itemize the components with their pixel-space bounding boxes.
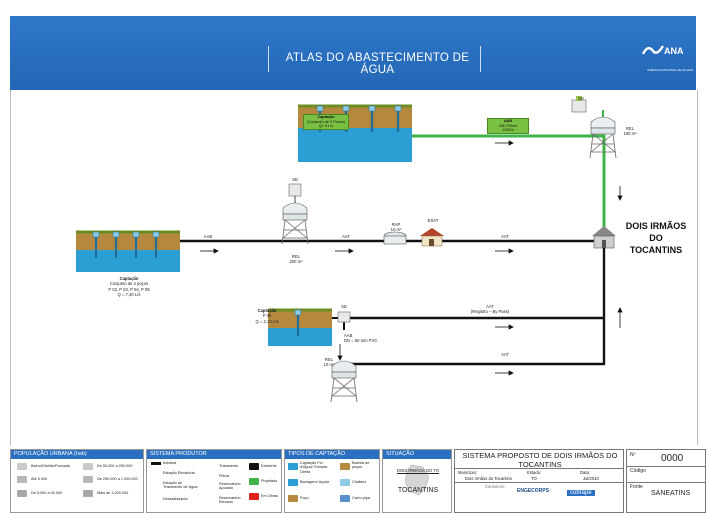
em-obras-swatch bbox=[249, 493, 259, 500]
legend-captacao-title: TIPOS DE CAPTAÇÃO bbox=[285, 450, 379, 459]
legend-situacao-title: SITUAÇÃO bbox=[383, 450, 451, 459]
fountain-icon bbox=[340, 479, 350, 486]
city-house-icon bbox=[592, 226, 616, 249]
rel-mid-tower-icon bbox=[281, 202, 309, 245]
system-title: SISTEMA PROPOSTO DE DOIS IRMÃOS DO TOCAN… bbox=[462, 451, 618, 469]
situacao-place: DOIS IRMÃOS DO TO bbox=[396, 468, 440, 473]
legend-situacao: SITUAÇÃO DOIS IRMÃOS DO TO TOCANTINS bbox=[382, 449, 452, 513]
ana-logo: ANA AGÊNCIA NACIONAL DE ÁGUAS bbox=[642, 42, 698, 76]
captacao-top-label: Captação (Conjunto de 2 Poços) Q= 3 L/s bbox=[303, 114, 349, 130]
esat-station-icon bbox=[420, 228, 444, 247]
captacao-left-label: Captação Conjunto de 4 poços P 02, P 03,… bbox=[108, 276, 150, 297]
flow-arrows bbox=[200, 140, 623, 376]
ana-wave-icon bbox=[642, 45, 664, 55]
header-divider-right bbox=[480, 46, 481, 72]
header-bar: ATLAS DO ABASTECIMENTO DE ÁGUA ANA AGÊNC… bbox=[10, 16, 696, 90]
drawing-number: 0000 bbox=[661, 453, 684, 464]
aat-mid-label: AAT bbox=[342, 234, 350, 239]
estado-value: TO bbox=[531, 476, 537, 481]
header-divider-left bbox=[268, 46, 269, 72]
water-truck-icon bbox=[340, 495, 350, 502]
building-icon bbox=[17, 490, 27, 497]
sd-mid-label: SD bbox=[292, 177, 298, 182]
situacao-state: TOCANTINS bbox=[397, 487, 439, 494]
well-bottom-icon bbox=[268, 308, 332, 346]
ana-logo-subtitle: AGÊNCIA NACIONAL DE ÁGUAS bbox=[647, 68, 693, 72]
legend-population-title: POPULAÇÃO URBANA (hab) bbox=[11, 450, 143, 459]
aat-bottom-label: AAT bbox=[501, 352, 509, 357]
state-map-icon bbox=[404, 464, 430, 496]
building-icon bbox=[83, 463, 93, 470]
sd-bottom-icon bbox=[337, 311, 351, 323]
building-icon bbox=[83, 476, 93, 483]
esat-label: ESAT bbox=[427, 218, 439, 223]
data-value: Jul/2010 bbox=[583, 476, 599, 481]
aat-right-label: AAT bbox=[501, 234, 509, 239]
sd-bottom-label: SD bbox=[341, 304, 347, 309]
legend-sistema: SISTEMA PRODUTOR Adutora Estação Elevató… bbox=[146, 449, 282, 513]
aat-bypass-label: AAT(Registro – By Pass) bbox=[470, 304, 510, 315]
building-icon bbox=[17, 476, 27, 483]
dam-icon bbox=[288, 479, 298, 486]
well-icon bbox=[288, 495, 298, 502]
title-block: SISTEMA PROPOSTO DE DOIS IRMÃOS DO TOCAN… bbox=[454, 449, 624, 513]
river-intake-icon bbox=[288, 463, 298, 470]
municipio-value: Dois Irmãos do Tocantins bbox=[465, 476, 512, 481]
legend-captacao: TIPOS DE CAPTAÇÃO Captação Fio d'Água/ T… bbox=[284, 449, 380, 513]
engecorps-logo: ENGECORPS bbox=[517, 488, 549, 494]
sd-top-label: SD bbox=[578, 96, 584, 101]
info-block: Nº 0000 Código Fonte SANEATINS bbox=[626, 449, 706, 513]
building-icon bbox=[83, 490, 93, 497]
captacao-bottom-label: Captação P 08 Q = 2,13 L/s bbox=[255, 308, 279, 324]
legend-population: POPULAÇÃO URBANA (hab) Bairro/Distrito/P… bbox=[10, 449, 144, 513]
building-icon bbox=[17, 463, 27, 470]
diagram-canvas bbox=[10, 90, 698, 445]
legend-sistema-title: SISTEMA PRODUTOR bbox=[147, 450, 281, 459]
fonte-value: SANEATINS bbox=[651, 490, 691, 497]
cobrape-logo: cobrape bbox=[567, 490, 595, 496]
well-battery-icon bbox=[340, 463, 350, 470]
wells-left-icon bbox=[76, 230, 180, 272]
sd-top-icon bbox=[571, 96, 587, 113]
adutora-line-icon bbox=[151, 462, 161, 465]
projetado-swatch bbox=[249, 478, 259, 485]
existente-swatch bbox=[249, 463, 259, 470]
sd-mid-icon bbox=[288, 183, 302, 205]
bottom-pipeline bbox=[344, 248, 606, 366]
page-title: ATLAS DO ABASTECIMENTO DE ÁGUA bbox=[285, 52, 470, 76]
ana-logo-text: ANA bbox=[664, 46, 684, 56]
aab-top-label: AAB DN=75mm 1200m bbox=[487, 118, 529, 134]
rap-reservoir-icon bbox=[383, 231, 407, 245]
aab-left-label: AAB bbox=[203, 234, 213, 239]
